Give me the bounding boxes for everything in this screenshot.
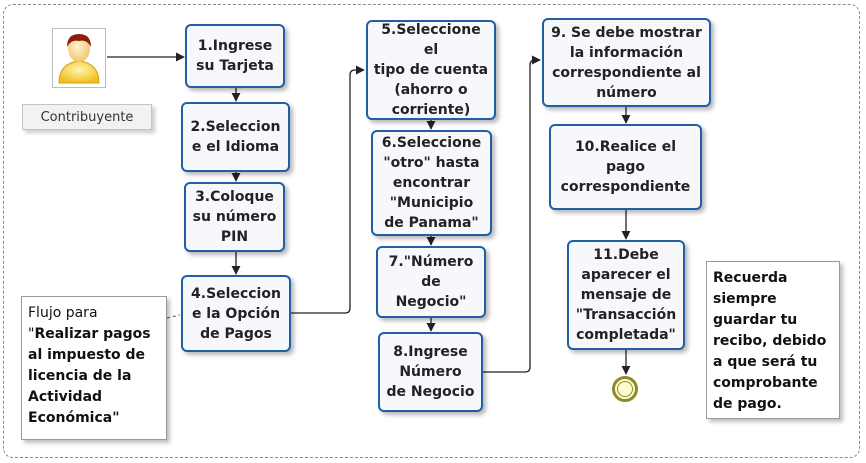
task-11-transaccion-completada[interactable]: 11.Debe aparecer el mensaje de "Transacc… <box>567 240 685 350</box>
user-icon <box>52 28 106 88</box>
end-event <box>612 376 638 402</box>
diagram-frame <box>3 4 860 458</box>
flow-description-note: Flujo para "Realizar pagos al impuesto d… <box>21 296 167 440</box>
task-5-tipo-cuenta[interactable]: 5.Seleccione el tipo de cuenta (ahorro o… <box>366 20 496 120</box>
flow-note-title: Realizar pagos al impuesto de licencia d… <box>28 326 151 426</box>
task-1-ingrese-tarjeta[interactable]: 1.Ingrese su Tarjeta <box>185 24 285 88</box>
task-9-mostrar-informacion[interactable]: 9. Se debe mostrar la información corres… <box>542 18 711 107</box>
reminder-note: Recuerda siempre guardar tu recibo, debi… <box>706 261 840 419</box>
task-2-seleccione-idioma[interactable]: 2.Seleccion e el Idioma <box>181 102 290 172</box>
reminder-text: Recuerda siempre guardar tu recibo, debi… <box>713 270 827 412</box>
task-10-realice-pago[interactable]: 10.Realice el pago correspondiente <box>549 124 702 210</box>
flow-note-prefix: Flujo para <box>28 305 98 321</box>
actor-label: Contribuyente <box>22 104 152 130</box>
task-3-coloque-pin[interactable]: 3.Coloque su número PIN <box>184 182 285 252</box>
task-8-ingrese-numero[interactable]: 8.Ingrese Número de Negocio <box>378 332 483 412</box>
task-6-seleccione-otro[interactable]: 6.Seleccione "otro" hasta encontrar "Mun… <box>371 130 492 236</box>
flow-note-quote: " <box>28 326 35 342</box>
task-4-opcion-pagos[interactable]: 4.Seleccion e la Opción de Pagos <box>181 275 291 352</box>
task-7-numero-negocio[interactable]: 7."Número de Negocio" <box>376 246 486 318</box>
